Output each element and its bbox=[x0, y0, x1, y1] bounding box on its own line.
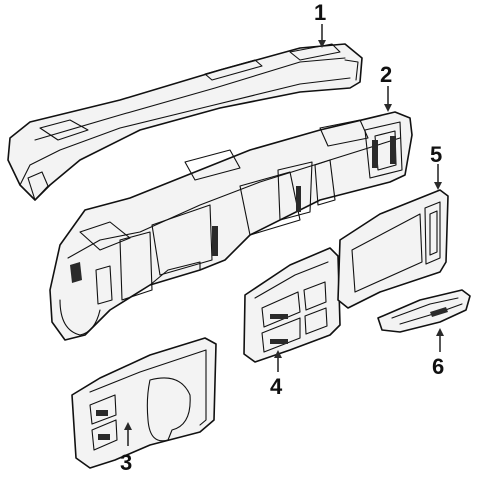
callout-4: 4 bbox=[270, 374, 283, 399]
part-4-center-bezel bbox=[243, 247, 341, 363]
callout-5: 5 bbox=[430, 142, 442, 167]
callout-2: 2 bbox=[380, 62, 392, 87]
part-2-instrument-panel bbox=[49, 111, 413, 341]
part-3-lower-bezel bbox=[71, 337, 217, 469]
part-5-cluster-bezel bbox=[337, 189, 449, 309]
callout-1: 1 bbox=[314, 0, 326, 25]
part-1-dash-pad bbox=[7, 43, 363, 201]
part-6-trim-plate bbox=[377, 289, 471, 333]
callout-6: 6 bbox=[432, 354, 444, 379]
leader-lines bbox=[124, 24, 444, 446]
callout-labels: 1 2 5 3 4 6 bbox=[120, 0, 444, 475]
callout-3: 3 bbox=[120, 450, 132, 475]
